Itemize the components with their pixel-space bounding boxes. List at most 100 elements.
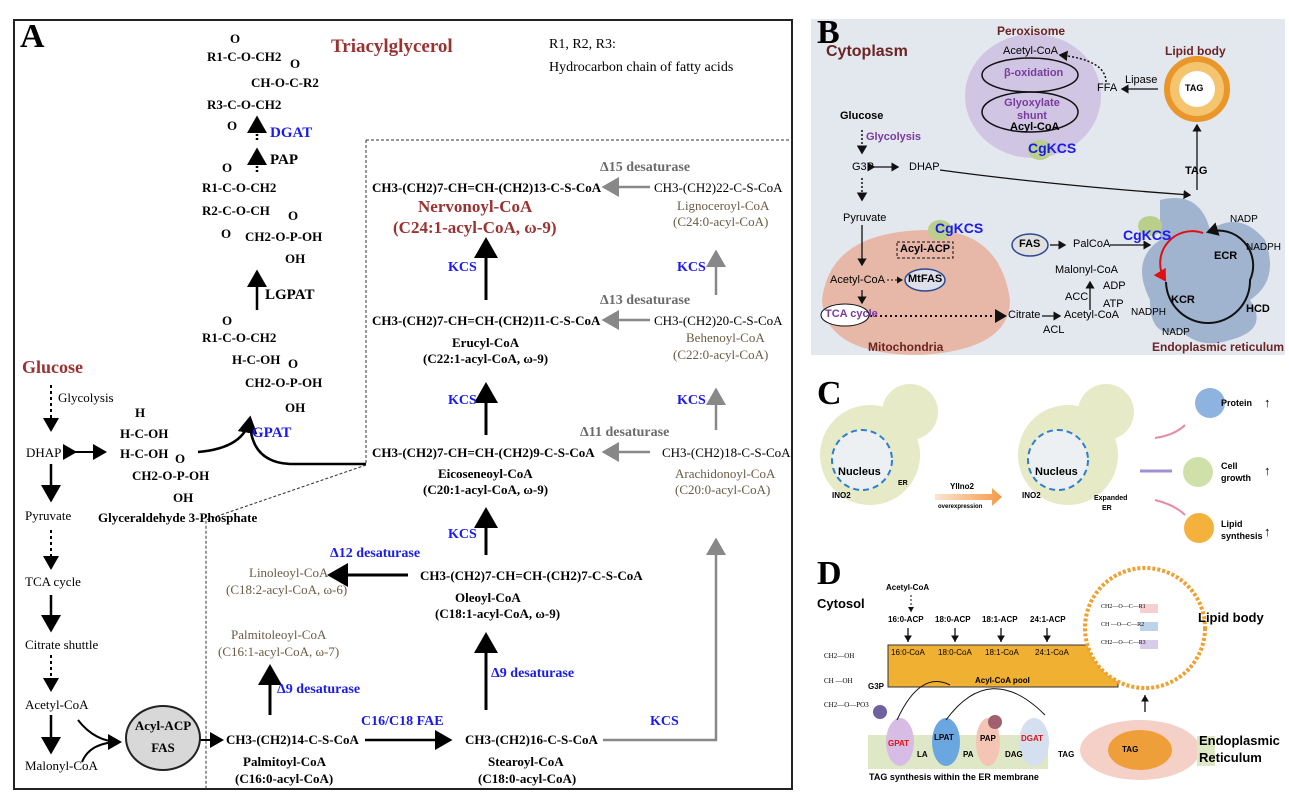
erucyl-name: Erucyl-CoA [452, 335, 520, 350]
d-er-label-2: Reticulum [1199, 750, 1262, 765]
hcd-label: HCD [1246, 303, 1270, 315]
glycolysis-label: Glycolysis [58, 390, 114, 405]
stearoyl-formula: CH3-(CH2)16-C-S-CoA [465, 732, 598, 747]
d-acetyl-coa: Acetyl-CoA [886, 583, 930, 592]
nucleus-before [831, 429, 893, 491]
g3p-line1: H [135, 405, 146, 420]
b-tca-label: TCA cycle [825, 308, 878, 320]
tag-line3: R3-C-O-CH2 [207, 97, 282, 112]
outcome-cell-growth: Cell growth [1221, 461, 1251, 483]
g3p-line5: OH [173, 490, 194, 505]
nervonoyl-formula: CH3-(CH2)7-CH=CH-(CH2)13-C-S-CoA [372, 180, 602, 195]
arachidonoyl-desc: (C20:0-acyl-CoA) [675, 482, 771, 497]
arrow-top-label: YlIno2 [950, 482, 975, 491]
enzyme-dgat: DGAT [270, 125, 313, 141]
tag-droplet [1108, 730, 1172, 770]
b-pyruvate-label: Pyruvate [843, 212, 887, 224]
intermediate-dag: DAG [1005, 750, 1023, 759]
cgkcs-peroxisome: CgKCS [1028, 140, 1077, 156]
behenoyl-name: Behenoyl-CoA [686, 330, 765, 345]
membrane-caption: TAG synthesis within the ER membrane [869, 772, 1039, 782]
up-arrow-icon: ↑ [1264, 463, 1271, 478]
pa-line1: R1-C-O-CH2 [202, 180, 277, 195]
oleoyl-name: Oleoyl-CoA [455, 590, 521, 605]
panel-a-label: A [20, 18, 45, 55]
linoleoyl-desc: (C18:2-acyl-CoA, ω-6) [226, 582, 348, 597]
dgat-protein [1019, 718, 1049, 766]
b-glucose-label: Glucose [840, 110, 884, 122]
pa-line2: R2-C-O-CH [202, 203, 270, 218]
enzyme-kcs: KCS [448, 393, 477, 408]
fas-node-line2: FAS [151, 740, 175, 755]
fas-label: FAS [1019, 238, 1041, 250]
d-er-label-1: Endoplasmic [1199, 733, 1280, 748]
behenoyl-desc: (C22:0-acyl-CoA) [673, 347, 769, 362]
enzyme-kcs: KCS [677, 260, 706, 275]
eicoseneoyl-formula: CH3-(CH2)7-CH=CH-(CH2)9-C-S-CoA [372, 445, 595, 460]
peroxisome-acyl-coa: Acyl-CoA [1010, 121, 1060, 133]
lignoceroyl-formula: CH3-(CH2)22-C-S-CoA [654, 180, 783, 195]
enzyme-fae: C16/C18 FAE [361, 714, 444, 729]
lb-struct-1: CH2—O—C—R1 [1101, 604, 1146, 610]
stearoyl-desc: (C18:0-acyl-CoA) [478, 771, 577, 786]
intermediate-pa: PA [963, 750, 974, 759]
acyl-coa-pool-label: Acyl-CoA pool [975, 676, 1030, 685]
outcome-protein: Protein [1221, 398, 1253, 408]
ffa-label: FFA [1097, 82, 1118, 94]
ecr-label: ECR [1214, 250, 1238, 262]
enzyme-pap: PAP [270, 152, 299, 168]
triacylglycerol-title: Triacylglycerol [331, 36, 453, 57]
enzyme-d9-stearoyl: Δ9 desaturase [491, 666, 575, 681]
beta-oxidation-label: β-oxidation [1004, 67, 1064, 79]
atp-label: ATP [1103, 298, 1124, 310]
oxygen: O [175, 451, 186, 466]
oxygen: O [230, 31, 241, 46]
enzyme-pap-d: PAP [980, 734, 996, 743]
nadp-label: NADP [1230, 214, 1258, 225]
lipid-icon [1184, 513, 1214, 543]
behenoyl-formula: CH3-(CH2)20-C-S-CoA [654, 313, 783, 328]
oleoyl-desc: (C18:1-acyl-CoA, ω-9) [435, 606, 561, 621]
cell-growth-icon [1183, 457, 1213, 487]
d-g3p-struct-3: CH2—O—PO3 [824, 701, 869, 709]
enzyme-lgpat: LGPAT [265, 287, 315, 303]
enzyme-gpat-d: GPAT [888, 739, 910, 748]
palmitoleoyl-name: Palmitoleoyl-CoA [231, 627, 327, 642]
acl-label: ACL [1043, 324, 1065, 336]
enzyme-lpat-d: LPAT [934, 733, 954, 742]
mitochondria-label: Mitochondria [868, 340, 944, 354]
coa-18-0: 18:0-CoA [938, 648, 972, 657]
b-malonyl-label: Malonyl-CoA [1055, 264, 1118, 276]
b-dhap-label: DHAP [909, 161, 940, 173]
enzyme-kcs: KCS [448, 527, 477, 542]
panel-a [13, 19, 793, 790]
mitochondria-shape [822, 230, 1010, 355]
d-lipid-body-label: Lipid body [1198, 610, 1264, 625]
lignoceroyl-desc: (C24:0-acyl-CoA) [673, 214, 769, 229]
cytoplasm-label: Cytoplasm [826, 43, 908, 60]
up-arrow-icon: ↑ [1264, 524, 1271, 539]
acp-18-0: 18:0-ACP [935, 615, 971, 624]
pap-protein [976, 718, 1000, 766]
d-g3p-struct-1: CH2—OH [824, 652, 855, 660]
oxygen: O [222, 313, 233, 328]
erucyl-desc: (C22:1-acyl-CoA, ω-9) [423, 351, 549, 366]
mtfas-label: MtFAS [908, 273, 943, 285]
expanded-er-line1: Expanded [1094, 495, 1128, 502]
r-legend-title: R1, R2, R3: [549, 37, 616, 52]
ino2-after: INO2 [1022, 491, 1041, 500]
nucleus-after [1027, 429, 1089, 491]
oleoyl-formula: CH3-(CH2)7-CH=CH-(CH2)7-C-S-CoA [420, 568, 643, 583]
g3p-line4: CH2-O-P-OH [132, 468, 210, 483]
nervonoyl-desc: (C24:1-acyl-CoA, ω-9) [393, 218, 557, 237]
cgkcs-mito: CgKCS [935, 220, 984, 236]
adp-label: ADP [1103, 280, 1126, 292]
palmitoyl-formula: CH3-(CH2)14-C-S-CoA [226, 732, 359, 747]
nadph-label: NADPH [1246, 242, 1282, 253]
arachidonoyl-formula: CH3-(CH2)18-C-S-CoA [662, 445, 791, 460]
ino2-before: INO2 [832, 491, 851, 500]
panel-c-label: C [817, 375, 842, 412]
gpat-protein [886, 718, 914, 766]
